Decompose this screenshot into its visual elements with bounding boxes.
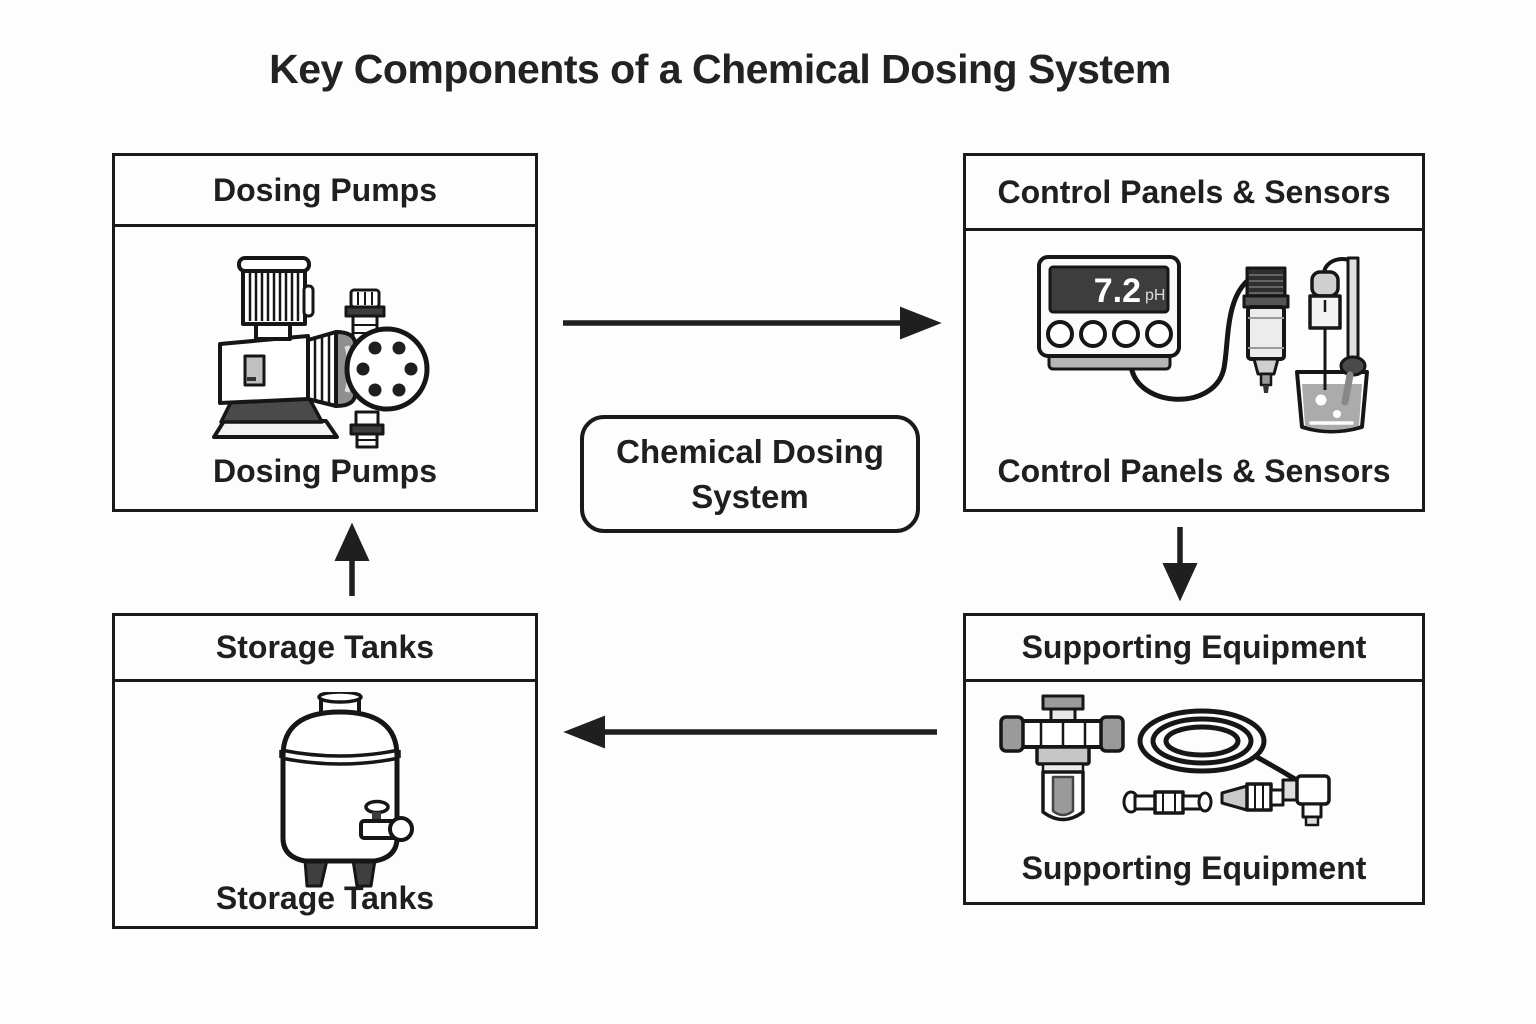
dosing-pump-icon <box>212 256 430 449</box>
node-chemical-dosing-system: Chemical Dosing System <box>580 415 920 533</box>
node-storage-tanks-header: Storage Tanks <box>115 616 535 682</box>
ph-display-unit: pH <box>1145 287 1165 304</box>
node-control-panels-sensors-header: Control Panels & Sensors <box>966 156 1422 231</box>
arrow-pumps-to-control-icon <box>563 306 942 340</box>
node-supporting-equipment-caption: Supporting Equipment <box>1021 850 1367 886</box>
ph-display-value: 7.2 <box>1094 272 1141 310</box>
node-control-panels-sensors-caption: Control Panels & Sensors <box>997 453 1391 489</box>
node-control-panels-sensors: Control Panels & Sensors 7.2 pH <box>963 153 1425 512</box>
node-supporting-equipment-header: Supporting Equipment <box>966 616 1422 682</box>
arrow-storage-to-pumps-icon <box>334 522 370 596</box>
arrow-supporting-to-storage-icon <box>563 715 937 749</box>
diagram-title: Key Components of a Chemical Dosing Syst… <box>269 46 1171 92</box>
center-node-label-line1: Chemical Dosing <box>616 433 884 470</box>
node-storage-tanks-caption: Storage Tanks <box>215 880 435 916</box>
node-dosing-pumps-caption: Dosing Pumps <box>212 453 437 489</box>
node-supporting-equipment: Supporting Equipment <box>963 613 1425 905</box>
node-dosing-pumps-header: Dosing Pumps <box>115 156 535 227</box>
storage-tank-icon <box>279 692 414 888</box>
ph-controller-sensor-icon: 7.2 pH <box>1037 255 1369 434</box>
node-dosing-pumps: Dosing Pumps <box>112 153 538 512</box>
node-storage-tanks: Storage Tanks <box>112 613 538 929</box>
center-node-label-line2: System <box>691 478 809 515</box>
arrow-control-to-supporting-icon <box>1162 527 1198 602</box>
fittings-tubing-icon <box>999 694 1331 827</box>
